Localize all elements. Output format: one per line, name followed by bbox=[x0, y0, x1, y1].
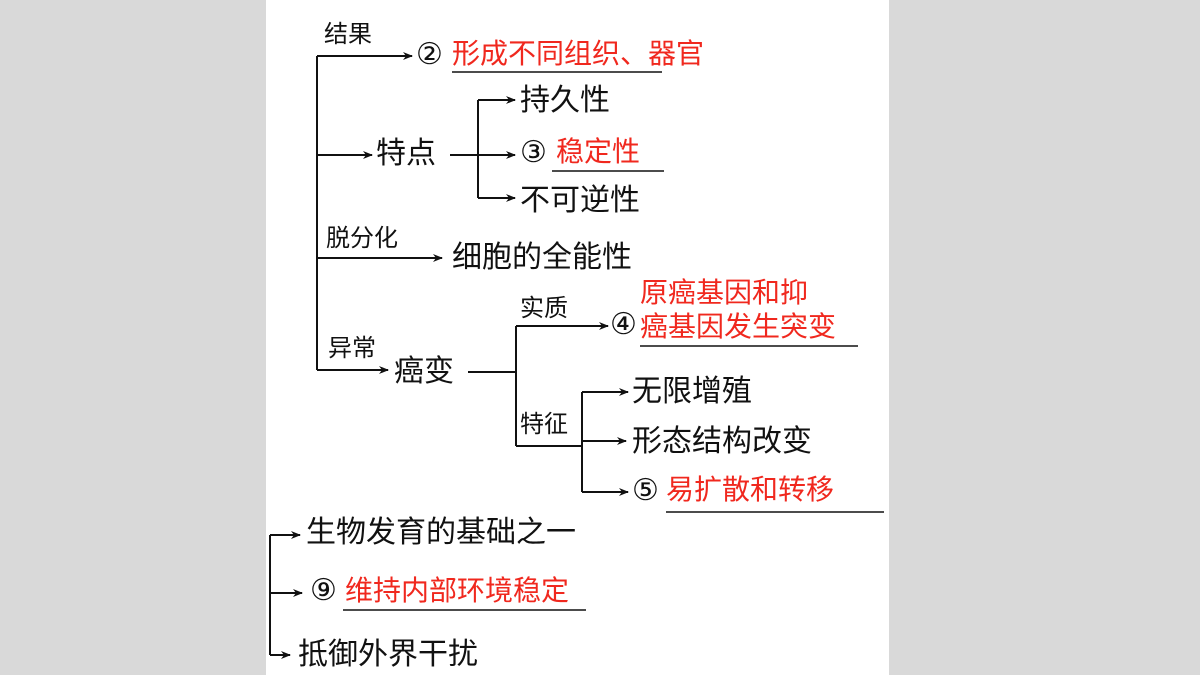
marker-5: ⑤ bbox=[632, 473, 659, 508]
marker-4: ④ bbox=[610, 307, 637, 342]
marker-3: ③ bbox=[520, 135, 547, 170]
label-characteristics: 特征 bbox=[520, 410, 568, 438]
answer-9: 维持内部环境稳定 bbox=[345, 575, 570, 606]
label-dediff: 脱分化 bbox=[326, 224, 398, 252]
marker-9: ⑨ bbox=[310, 573, 337, 608]
label-feature: 特点 bbox=[376, 136, 436, 171]
answer-5: 易扩散和转移 bbox=[666, 474, 835, 505]
label-essence: 实质 bbox=[520, 294, 568, 322]
label-persistent: 持久性 bbox=[520, 83, 610, 118]
label-irreversible: 不可逆性 bbox=[520, 183, 640, 218]
answer-4-line2: 癌基因发生突变 bbox=[640, 311, 837, 342]
marker-2: ② bbox=[416, 37, 443, 72]
answer-3: 稳定性 bbox=[556, 136, 641, 167]
label-totipotency: 细胞的全能性 bbox=[452, 240, 632, 275]
label-dev-basis: 生物发育的基础之一 bbox=[306, 515, 576, 550]
label-canceration: 癌变 bbox=[394, 354, 454, 389]
answer-4-line1: 原癌基因和抑 bbox=[640, 277, 809, 308]
label-morph: 形态结构改变 bbox=[632, 424, 812, 459]
label-result: 结果 bbox=[324, 20, 372, 48]
label-abnormal: 异常 bbox=[328, 334, 376, 362]
label-defense: 抵御外界干扰 bbox=[298, 637, 478, 672]
diagram-panel bbox=[266, 0, 889, 675]
label-unlimited: 无限增殖 bbox=[632, 374, 752, 409]
answer-2: 形成不同组织、器官 bbox=[452, 38, 705, 69]
